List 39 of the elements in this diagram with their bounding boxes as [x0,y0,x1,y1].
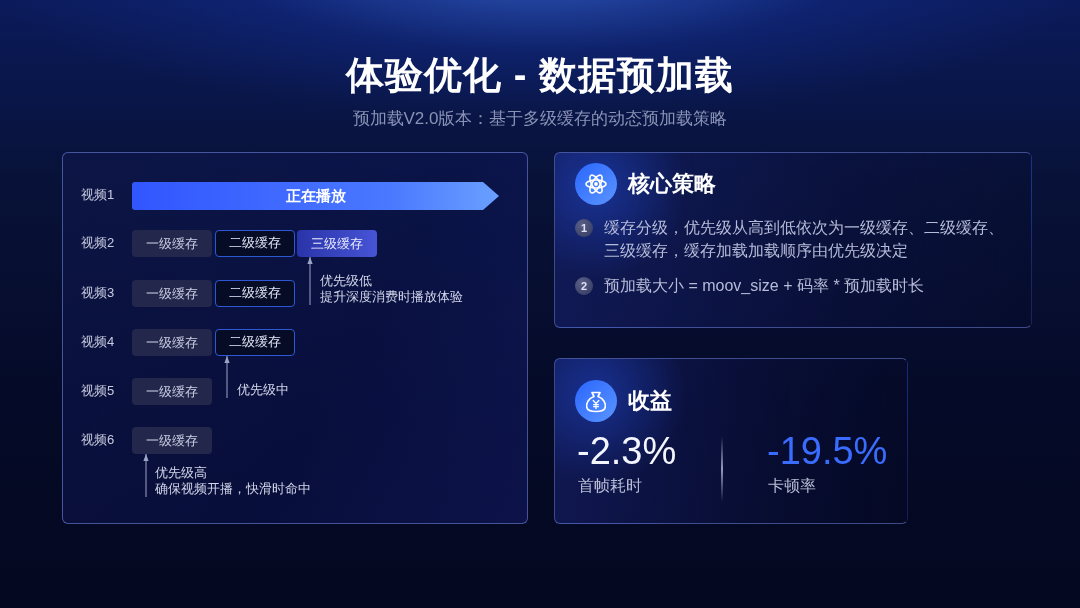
list-number: 1 [575,219,593,237]
info-panel [554,152,1032,328]
annotation-text: 优先级低 [320,273,372,289]
metric-value: -2.3% [577,429,677,474]
row-label: 视频5 [81,382,115,400]
leader-arrow [143,453,149,498]
cache-tier-block: 二级缓存 [215,280,295,307]
row-label: 视频6 [81,431,115,449]
list-item-text: 缓存分级，优先级从高到低依次为一级缓存、二级缓存、三级缓存，缓存加载加载顺序由优先级决定 [604,218,1005,261]
panel-heading: 收益 [628,388,672,414]
cache-tier-block: 一级缓存 [132,280,212,307]
panel-heading: 核心策略 [628,171,716,197]
row-label: 视频3 [81,284,115,302]
cache-tier-block: 一级缓存 [132,230,212,257]
metric-value: -19.5% [767,429,888,474]
leader-arrow [224,355,230,399]
annotation-text: 优先级中 [237,382,289,398]
cache-tier-block: 二级缓存 [215,230,295,257]
annotation-text: 确保视频开播，快滑时命中 [155,481,311,497]
slide-title: 体验优化 - 数据预加载 [344,53,735,98]
row-label: 视频4 [81,333,115,351]
metric-label: 首帧耗时 [578,476,642,496]
annotation-text: 优先级高 [155,465,207,481]
list-number: 2 [575,277,593,295]
annotation-text: 提升深度消费时播放体验 [320,289,463,305]
list-item-text: 预加载大小 = moov_size + 码率 * 预加载时长 [604,276,926,296]
cache-tier-block: 一级缓存 [132,427,212,454]
arrow-banner: 正在播放 [132,182,499,210]
subtitle: 预加载V2.0版本：基于多级缓存的动态预加载策略 [351,108,729,130]
cache-tier-block: 二级缓存 [215,329,295,356]
content-panel [62,152,528,524]
cache-tier-block: 一级缓存 [132,378,212,405]
cache-tier-block: 三级缓存 [297,230,377,257]
info-panel [554,358,908,524]
row-label: 视频2 [81,234,115,252]
cache-tier-block: 一级缓存 [132,329,212,356]
row-label: 视频1 [81,186,115,204]
leader-arrow [307,256,313,306]
metric-label: 卡顿率 [768,476,816,496]
